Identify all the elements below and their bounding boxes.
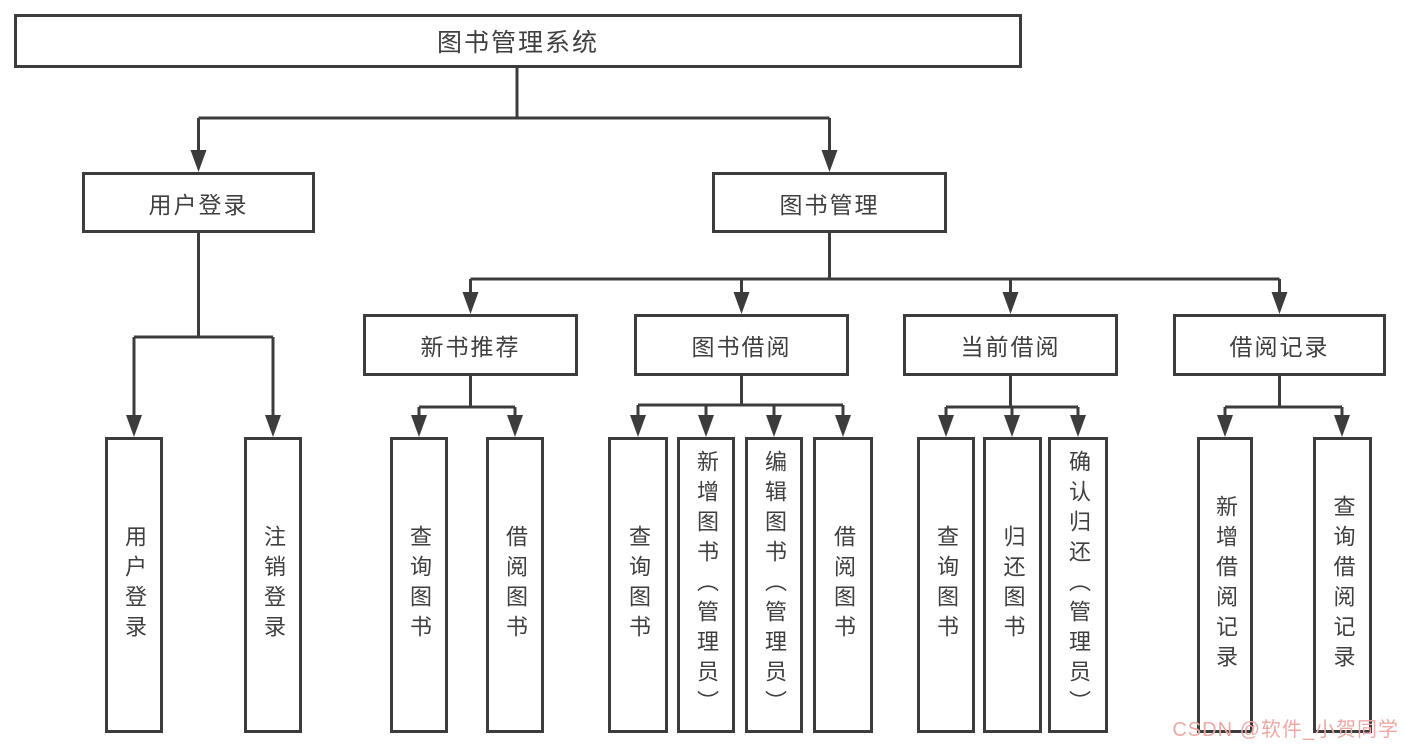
leaf-logout-label: 注销登录 xyxy=(261,525,286,645)
node-book-borrowing-label: 图书借阅 xyxy=(691,334,792,360)
leaf-bb-edit-books: 编辑图书（管理员） xyxy=(745,437,803,733)
leaf-rec-borrow-books-label: 借阅图书 xyxy=(503,525,528,645)
leaf-rec-borrow-books: 借阅图书 xyxy=(486,437,544,733)
leaf-bb-borrow-books: 借阅图书 xyxy=(813,437,873,733)
leaf-bb-edit-books-label: 编辑图书（管理员） xyxy=(762,450,787,720)
leaf-bb-borrow-books-label: 借阅图书 xyxy=(831,525,856,645)
leaf-bb-add-books: 新增图书（管理员） xyxy=(677,437,735,733)
leaf-br-add-record-label: 新增借阅记录 xyxy=(1213,495,1238,675)
leaf-rec-query-books: 查询图书 xyxy=(390,437,448,733)
node-root-label: 图书管理系统 xyxy=(436,29,599,57)
leaf-bb-query-books: 查询图书 xyxy=(608,437,668,733)
node-new-book-recommendation-label: 新书推荐 xyxy=(420,334,521,360)
leaf-logout: 注销登录 xyxy=(244,437,302,733)
leaf-bb-add-books-label: 新增图书（管理员） xyxy=(694,450,719,720)
leaf-cb-return-books: 归还图书 xyxy=(983,437,1042,733)
leaf-br-query-record: 查询借阅记录 xyxy=(1313,437,1372,733)
node-user-login-label: 用户登录 xyxy=(148,191,249,218)
node-borrowing-records-label: 借阅记录 xyxy=(1229,334,1330,360)
node-new-book-recommendation: 新书推荐 xyxy=(363,314,578,376)
leaf-cb-query-books-label: 查询图书 xyxy=(934,525,959,645)
node-root: 图书管理系统 xyxy=(14,14,1022,68)
node-current-borrowing: 当前借阅 xyxy=(903,314,1118,376)
leaf-user-login: 用户登录 xyxy=(105,437,163,733)
csdn-watermark: CSDN @软件_小贺同学 xyxy=(1172,719,1399,741)
node-book-borrowing: 图书借阅 xyxy=(634,314,849,376)
leaf-cb-return-books-label: 归还图书 xyxy=(1000,525,1026,645)
leaf-br-query-record-label: 查询借阅记录 xyxy=(1330,495,1356,675)
leaf-user-login-label: 用户登录 xyxy=(122,525,147,645)
leaf-cb-query-books: 查询图书 xyxy=(917,437,975,733)
leaf-br-add-record: 新增借阅记录 xyxy=(1197,437,1253,733)
node-borrowing-records: 借阅记录 xyxy=(1173,314,1386,376)
leaf-cb-confirm-return: 确认归还（管理员） xyxy=(1048,437,1108,733)
node-book-management-label: 图书管理 xyxy=(779,191,880,218)
node-user-login: 用户登录 xyxy=(82,172,315,233)
node-current-borrowing-label: 当前借阅 xyxy=(960,334,1061,360)
leaf-rec-query-books-label: 查询图书 xyxy=(407,525,432,645)
leaf-bb-query-books-label: 查询图书 xyxy=(626,525,651,645)
leaf-cb-confirm-return-label: 确认归还（管理员） xyxy=(1066,450,1091,720)
node-book-management: 图书管理 xyxy=(712,172,947,233)
